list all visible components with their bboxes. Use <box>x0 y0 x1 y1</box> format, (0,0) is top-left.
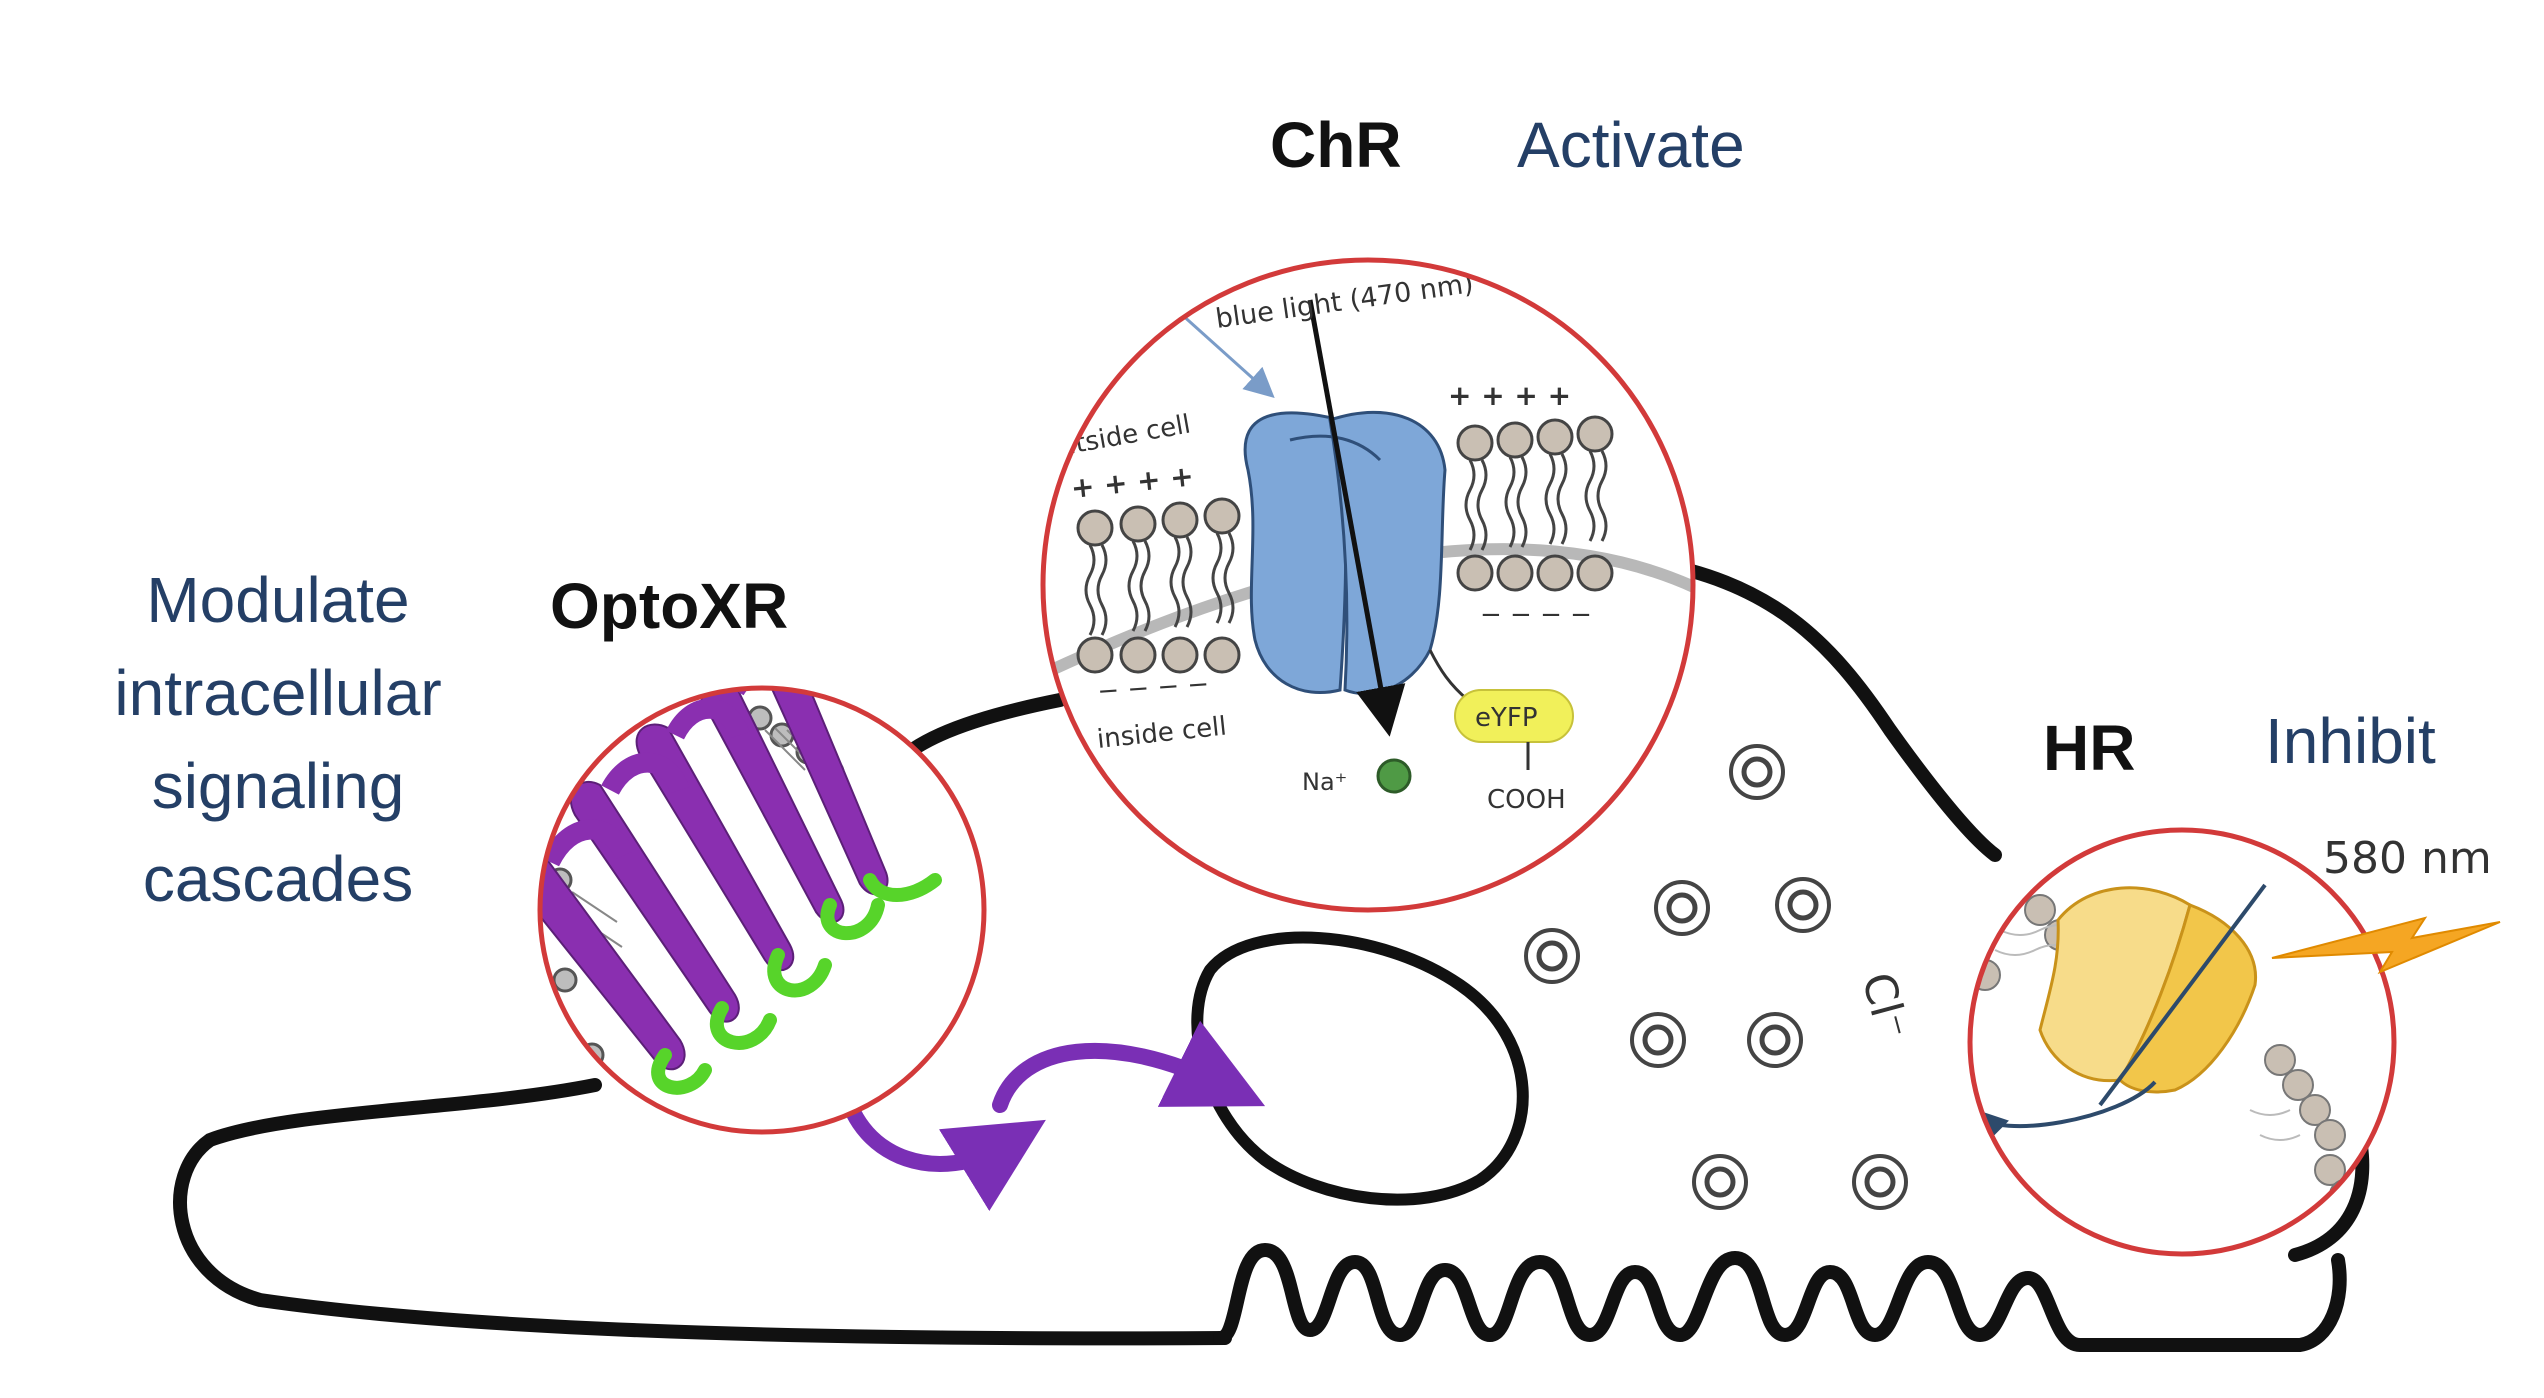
vesicle <box>1747 1012 1803 1068</box>
light-bolt-icon <box>2271 916 2501 975</box>
lipid-bilayer-left <box>1076 497 1241 674</box>
lipid-tails-right <box>1464 450 1608 551</box>
optoxr-action-line: signaling <box>152 750 405 822</box>
lipid-bilayer-right <box>1456 415 1614 592</box>
hr-wavelength: 580 nm <box>2323 833 2492 884</box>
optoxr-loops <box>651 873 942 1095</box>
optoxr-action-line: cascades <box>143 843 413 915</box>
chr-channel <box>1243 410 1447 696</box>
hr-inset <box>1912 827 2397 1257</box>
optoxr-action-line: Modulate <box>146 564 409 636</box>
optoxr-title: OptoXR <box>550 570 788 642</box>
vesicle <box>1654 880 1710 936</box>
cell-membrane-outline <box>173 553 2370 1346</box>
vesicle <box>1524 928 1580 984</box>
hr-action: Inhibit <box>2265 705 2436 777</box>
nucleus <box>1191 931 1529 1206</box>
vesicles <box>1524 744 1908 1210</box>
na-ion <box>1376 758 1412 794</box>
cl-ion-label: Cl⁻ <box>1851 967 1917 1044</box>
chr-title: ChR <box>1270 109 1402 181</box>
vesicle <box>1692 1154 1748 1210</box>
hr-title: HR <box>2043 712 2135 784</box>
lipid-tails-left <box>1084 532 1235 636</box>
eyfp-tag <box>1454 689 1574 743</box>
optoxr-inset <box>537 685 987 1135</box>
hr-light-path <box>2098 883 2267 1107</box>
optoxr-action: Modulate intracellular signaling cascade… <box>114 564 441 915</box>
inside-charge-right: − − − − <box>1480 600 1592 630</box>
optoxr-helices <box>540 688 889 1071</box>
optoxr-action-line: intracellular <box>114 657 441 729</box>
optoxr-inset-border <box>537 685 987 1135</box>
vesicle <box>1630 1012 1686 1068</box>
chr-action: Activate <box>1517 109 1745 181</box>
eyfp-label: eYFP <box>1475 703 1538 733</box>
vesicle <box>1852 1154 1908 1210</box>
cooh-label: COOH <box>1487 785 1566 815</box>
vesicle <box>1729 744 1785 800</box>
chr-inset-border <box>1040 257 1696 913</box>
hr-inset-border <box>1967 827 2397 1257</box>
cl-ion <box>1912 1057 1942 1087</box>
na-ion-label: Na⁺ <box>1302 768 1347 796</box>
outside-charge-right: + + + + <box>1448 379 1571 412</box>
vesicle <box>1775 877 1831 933</box>
wavy-membrane <box>1213 1243 2347 1352</box>
signaling-arrow-2 <box>992 1020 1266 1113</box>
chr-inset: blue light (470 nm) outside cell + + + +… <box>1040 257 1696 913</box>
ion-flow-arrow <box>1307 299 1406 737</box>
